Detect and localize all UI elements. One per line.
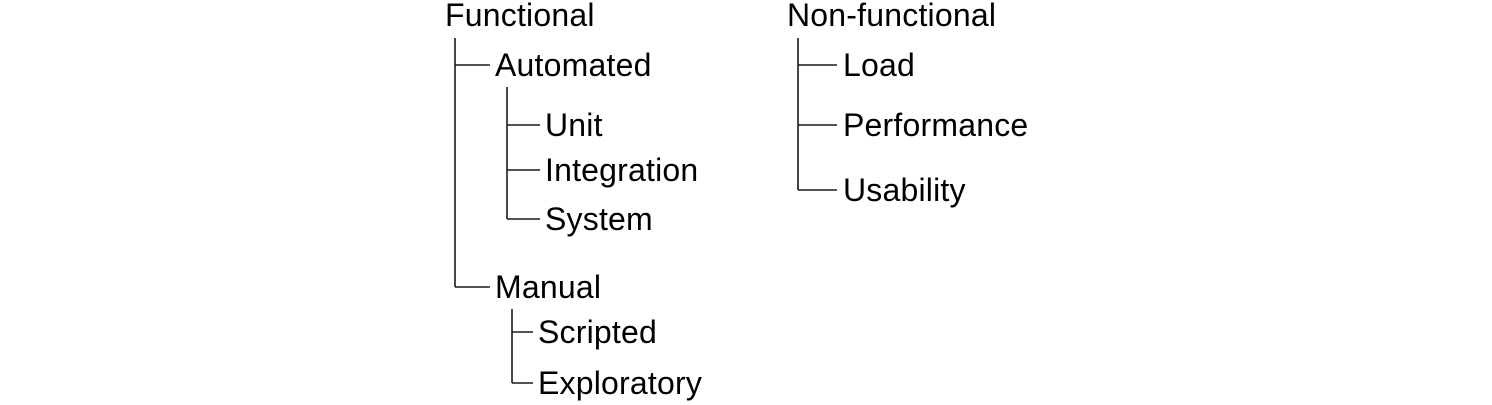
node-scripted: Scripted — [538, 314, 657, 350]
node-exploratory: Exploratory — [538, 365, 703, 401]
node-non-functional: Non-functional — [787, 0, 997, 33]
node-usability: Usability — [843, 172, 966, 208]
node-automated: Automated — [495, 47, 652, 83]
node-performance: Performance — [843, 107, 1029, 143]
node-system: System — [545, 201, 653, 237]
node-unit: Unit — [545, 107, 603, 143]
node-integration: Integration — [545, 152, 699, 188]
node-manual: Manual — [495, 269, 602, 305]
node-functional: Functional — [445, 0, 595, 33]
node-load: Load — [843, 47, 915, 83]
